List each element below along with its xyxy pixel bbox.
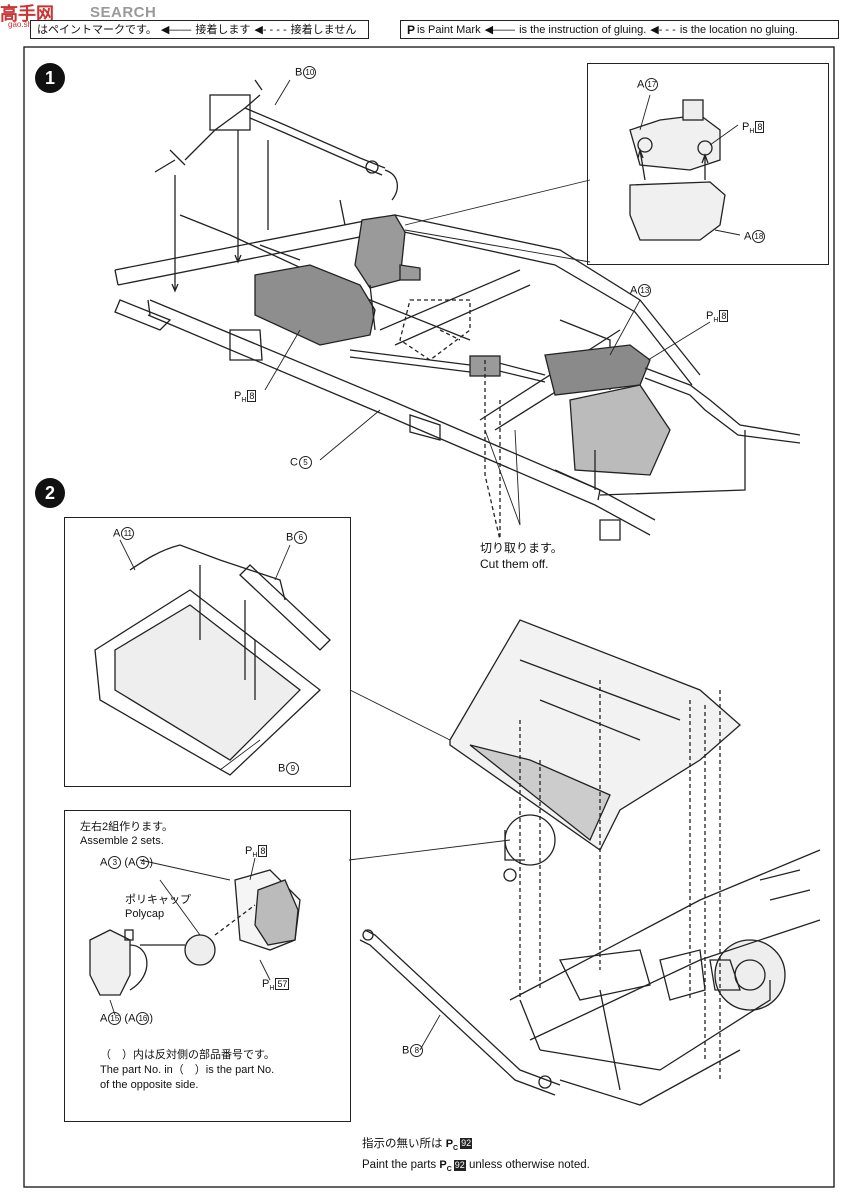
opposite-note-jp: （ ）内は反対側の部品番号です。: [100, 1049, 275, 1061]
paint-note: 指示の無い所は PC92 Paint the parts PC92 unless…: [362, 1136, 590, 1178]
paint-mark-icon: PC: [445, 1138, 459, 1153]
watermark-search: SEARCH: [90, 4, 157, 21]
stabilizer-bar: [359, 929, 561, 1096]
legend-english: P is Paint Mark ◀—— is the instruction o…: [400, 20, 839, 39]
paint-mark-icon: PC: [439, 1159, 452, 1174]
step-2-marker: 2: [35, 478, 65, 508]
paint-note-en-pre: Paint the parts: [362, 1159, 437, 1172]
legend-en-glue: is the instruction of gluing.: [519, 23, 647, 36]
cut-note-en: Cut them off.: [480, 557, 549, 571]
steering-knuckle: [503, 814, 556, 882]
cut-note: 切り取ります。 Cut them off.: [480, 540, 563, 572]
opposite-note-en1: The part No. in（ ）is the part No.: [100, 1064, 275, 1076]
legend-jp-paint: はペイントマークです。: [37, 23, 157, 36]
arrow-noglue-icon: ◀- - -: [650, 23, 676, 36]
front-hub: [709, 939, 786, 1011]
engine-oil-pan-step2: [349, 619, 741, 851]
watermark-logo: 高手网: [0, 4, 54, 24]
transfer-case: [354, 214, 421, 289]
exhaust-system: [349, 344, 801, 444]
engine-oil-pan-step1: [569, 384, 671, 476]
polycap-en: Polycap: [125, 908, 165, 920]
transfer-case-detail: [629, 94, 741, 241]
step1-leaders: [264, 79, 711, 526]
step-1-marker: 1: [35, 63, 65, 93]
oil-pan-detail: [94, 539, 331, 776]
page-frame: [23, 46, 835, 1188]
assemble-note: 左右2組作ります。 Assemble 2 sets.: [80, 820, 173, 848]
assemble-note-en: Assemble 2 sets.: [80, 835, 164, 847]
paint-note-en-post: unless otherwise noted.: [468, 1159, 590, 1172]
paint-code: 92: [460, 1138, 473, 1150]
legend-en-paint: is Paint Mark: [417, 23, 481, 36]
paint-code: 92: [453, 1159, 466, 1171]
opposite-note-en2: of the opposite side.: [100, 1079, 199, 1091]
cut-note-jp: 切り取ります。: [480, 541, 563, 555]
assemble-note-jp: 左右2組作ります。: [80, 821, 174, 833]
arrow-glue-icon: ◀——: [160, 23, 192, 36]
legend-japanese: はペイントマークです。 ◀—— 接着します ◀- - - - 接着しません: [30, 20, 369, 39]
polycap-jp: ポリキャップ: [125, 894, 191, 906]
paint-note-jp: 指示の無い所は: [362, 1138, 443, 1150]
paint-mark-icon: P: [407, 22, 416, 37]
opposite-side-note: （ ）内は反対側の部品番号です。 The part No. in（ ）is th…: [100, 1048, 275, 1093]
arrow-glue-icon: ◀——: [484, 23, 516, 36]
step2-arrows: [519, 680, 721, 1080]
legend-jp-noglue: 接着しません: [290, 23, 357, 36]
polycap-label: ポリキャップ Polycap: [125, 893, 191, 921]
front-axle-frame: [509, 849, 821, 1106]
drive-shaft: [154, 79, 398, 201]
legend-en-noglue: is the location no gluing.: [679, 23, 798, 36]
hub-assembly-detail: [89, 839, 511, 1016]
fuel-tank: [254, 264, 376, 346]
arrow-noglue-icon: ◀- - - -: [254, 23, 287, 36]
legend-jp-glue: 接着します: [195, 23, 251, 36]
